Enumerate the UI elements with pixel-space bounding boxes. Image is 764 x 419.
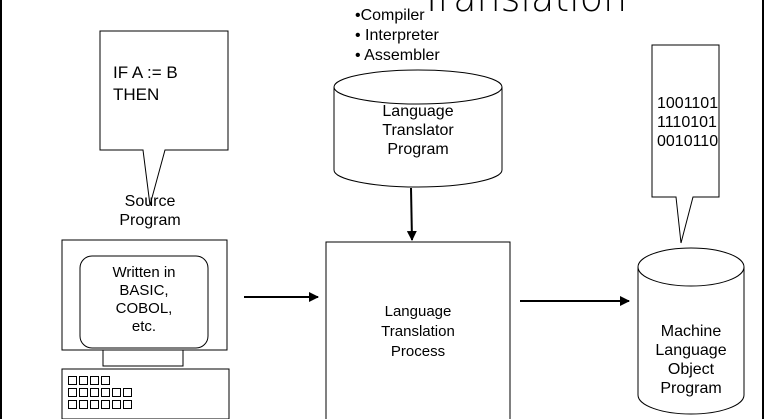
process-label-line: Process	[390, 343, 446, 360]
source-program-label-line: Source	[124, 193, 176, 210]
source-code-line: IF A := B	[113, 63, 178, 82]
keyboard-key	[79, 400, 88, 409]
keyboard-key	[101, 400, 110, 409]
keyboard-key	[112, 388, 121, 397]
translator-item-interpreter: • Interpreter	[355, 27, 439, 44]
right-border	[762, 0, 764, 419]
keyboard-key	[101, 376, 110, 385]
keyboard-key	[68, 400, 77, 409]
object-program-label-line: Program	[660, 380, 722, 397]
screen-text-line: Written in	[112, 264, 176, 281]
object-program-label-line: Language	[655, 342, 727, 359]
object-program-label: Machine Language Object Program	[641, 322, 741, 398]
object-program-label-line: Object	[667, 361, 715, 378]
process-label-line: Language	[384, 303, 452, 320]
screen-text-line: COBOL,	[115, 300, 173, 317]
screen-text: Written in BASIC, COBOL, etc.	[84, 264, 204, 336]
keyboard-key	[68, 376, 77, 385]
source-code-text: IF A := B THEN	[113, 62, 178, 106]
translator-item-assembler: • Assembler	[355, 47, 440, 64]
process-label-line: Translation	[381, 323, 455, 340]
left-border	[0, 0, 2, 419]
machine-code-bubble	[651, 44, 720, 244]
keyboard-key	[112, 400, 121, 409]
process-label: Language Translation Process	[358, 302, 478, 362]
translator-program-label-line: Language	[382, 103, 454, 120]
keyboard-key	[123, 388, 132, 397]
source-program-label-line: Program	[119, 212, 181, 229]
screen-text-line: etc.	[131, 318, 157, 335]
object-program-cylinder	[637, 247, 745, 415]
keyboard-key	[79, 376, 88, 385]
translator-program-label-line: Translator	[382, 122, 454, 139]
translation-process-box	[325, 241, 511, 419]
keyboard-key	[90, 376, 99, 385]
keyboard-key	[101, 388, 110, 397]
translator-program-label-line: Program	[387, 141, 449, 158]
keyboard-key	[68, 388, 77, 397]
keyboard-key	[90, 388, 99, 397]
object-program-label-line: Machine	[660, 323, 722, 340]
computer-monitor	[61, 239, 228, 367]
translator-cylinder	[333, 69, 503, 188]
keyboard-key	[90, 400, 99, 409]
keyboard	[61, 368, 230, 419]
keyboard-key	[79, 388, 88, 397]
machine-code-text: 1001101 1110101 0010110	[657, 94, 718, 151]
source-program-label: Source Program	[100, 192, 200, 230]
screen-text-line: BASIC,	[119, 282, 169, 299]
keyboard-key	[123, 400, 132, 409]
translator-types-list: •Compiler • Interpreter • Assembler	[355, 6, 440, 66]
machine-code-line: 1001101	[657, 95, 719, 112]
machine-code-line: 0010110	[657, 133, 719, 150]
translator-program-label: Language Translator Program	[358, 102, 478, 159]
page-title: Translation	[420, 0, 640, 18]
translator-item-compiler: •Compiler	[355, 7, 425, 24]
source-code-line: THEN	[113, 85, 160, 104]
source-code-bubble	[99, 30, 229, 206]
arrow-translator-to-process	[406, 187, 417, 241]
machine-code-line: 1110101	[657, 114, 717, 131]
